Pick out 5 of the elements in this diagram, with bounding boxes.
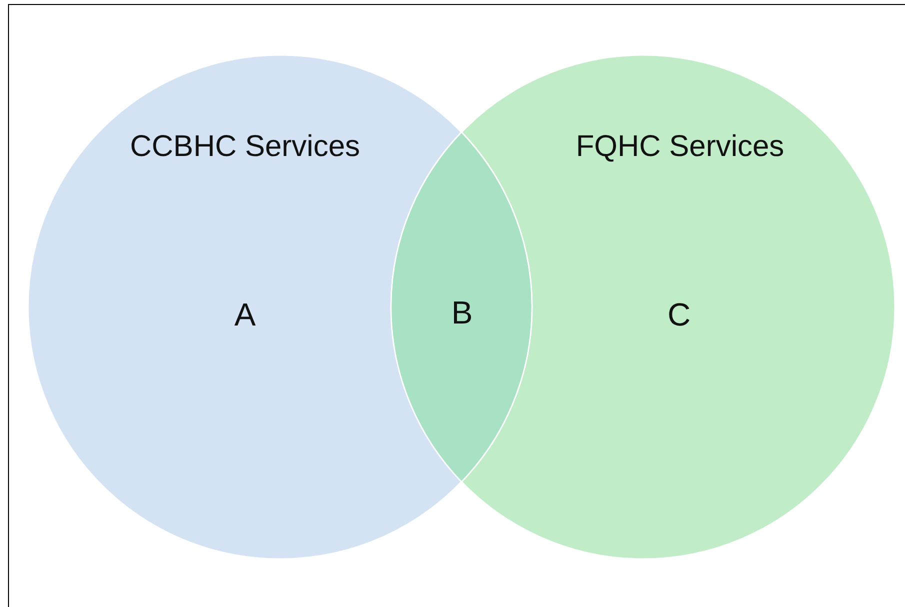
region-letter: A: [234, 296, 256, 334]
circle-heading: CCBHC Services: [130, 130, 360, 164]
region-letter: C: [667, 296, 691, 334]
region-letter: B: [451, 294, 473, 332]
circle-heading: FQHC Services: [576, 130, 784, 164]
